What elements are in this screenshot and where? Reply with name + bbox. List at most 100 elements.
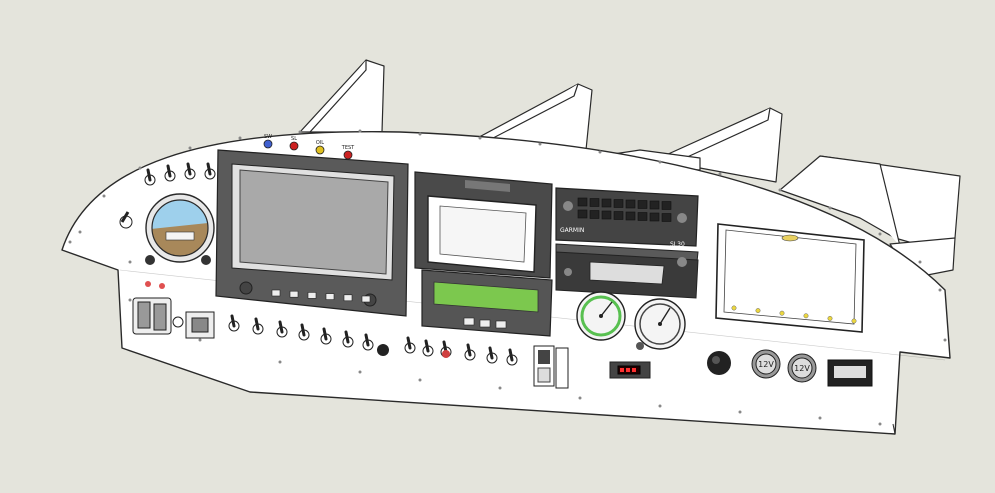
power-socket-right[interactable]: 12V xyxy=(787,353,817,383)
rivet xyxy=(358,129,362,133)
efis-softkey[interactable] xyxy=(343,294,353,302)
toggle-switch-icon[interactable] xyxy=(342,330,354,348)
efis-softkey[interactable] xyxy=(289,290,299,298)
efis-softkey[interactable] xyxy=(325,293,335,300)
master-switch[interactable] xyxy=(153,303,167,331)
audio-panel-key[interactable] xyxy=(601,210,612,220)
radio-knob[interactable] xyxy=(564,268,572,276)
toggle-switch-icon[interactable] xyxy=(184,162,196,180)
rivet xyxy=(598,150,602,154)
nav-radio-label: SL30 xyxy=(670,241,685,248)
indicator-leds xyxy=(731,305,857,324)
rivet xyxy=(538,142,542,146)
indicator-led xyxy=(851,318,857,324)
annunciator-label: SL xyxy=(291,136,297,142)
audio-panel-key[interactable] xyxy=(649,200,660,210)
audio-panel-key[interactable] xyxy=(625,211,636,221)
audio-panel-key[interactable] xyxy=(577,209,588,219)
rivet xyxy=(578,396,582,400)
rivet xyxy=(738,410,742,414)
radio-brand-label: GARMIN xyxy=(560,227,584,234)
toggle-switch-icon[interactable] xyxy=(252,317,264,335)
panel-rivets xyxy=(68,129,947,426)
usb-port[interactable] xyxy=(827,359,873,387)
socket-label: 12V xyxy=(794,364,810,373)
hobbs-meter xyxy=(609,361,651,379)
rivet xyxy=(418,132,422,136)
audio-panel-key[interactable] xyxy=(577,197,588,207)
toggle-lever xyxy=(488,346,494,360)
toggle-switch-icon[interactable] xyxy=(422,339,434,357)
toggle-switch-icon[interactable] xyxy=(228,314,240,332)
toggle-lever xyxy=(206,162,212,176)
toggle-switch-icon[interactable] xyxy=(362,333,374,351)
audio-panel-key[interactable] xyxy=(589,198,600,207)
rivet xyxy=(298,130,302,134)
rocker-switch-icon[interactable] xyxy=(533,345,569,389)
toggle-lever xyxy=(364,333,370,347)
rivet xyxy=(278,360,282,364)
master-switch[interactable] xyxy=(137,301,151,329)
audio-panel-key[interactable] xyxy=(613,211,624,220)
efis-softkey[interactable] xyxy=(271,289,281,297)
access-panel xyxy=(715,223,865,333)
radio-knob[interactable] xyxy=(677,213,687,223)
ems-button[interactable] xyxy=(479,319,491,328)
toggle-lever xyxy=(300,323,306,337)
toggle-switch-icon[interactable] xyxy=(276,320,288,338)
rivet xyxy=(818,416,822,420)
toggle-switch-icon[interactable] xyxy=(404,336,416,354)
audio-panel-key[interactable] xyxy=(601,198,612,208)
key-switch-icon[interactable] xyxy=(172,311,215,339)
push-knob-icon[interactable] xyxy=(707,351,731,375)
audio-panel-key[interactable] xyxy=(637,200,648,209)
audio-panel-key[interactable] xyxy=(661,213,672,222)
access-lock-icon[interactable] xyxy=(781,234,799,242)
audio-panel-key[interactable] xyxy=(625,199,636,209)
toggle-switch-icon[interactable] xyxy=(486,346,498,364)
audio-panel-key[interactable] xyxy=(613,199,624,208)
toggle-switch-bank[interactable] xyxy=(144,162,518,366)
annunciator-light xyxy=(289,141,299,151)
annunciator-label: OIL xyxy=(316,140,324,146)
radio-knob[interactable] xyxy=(563,201,573,211)
ems-button[interactable] xyxy=(463,317,475,326)
warning-light xyxy=(159,283,165,289)
audio-panel-key[interactable] xyxy=(661,201,672,210)
left-toggle-cluster xyxy=(119,211,133,229)
attitude-indicator xyxy=(145,193,215,265)
rivet xyxy=(938,288,942,292)
power-socket-left[interactable]: 12V xyxy=(751,349,781,379)
ems-button[interactable] xyxy=(495,320,507,329)
toggle-switch-icon[interactable] xyxy=(164,164,176,182)
toggle-lever xyxy=(146,168,152,182)
audio-panel-key[interactable] xyxy=(589,210,600,219)
efis-softkey-row[interactable] xyxy=(271,289,371,303)
socket-label: 12V xyxy=(758,360,774,369)
toggle-switch-icon[interactable] xyxy=(320,327,332,345)
left-switch-block xyxy=(132,281,172,335)
circuit-breaker-icon[interactable] xyxy=(377,344,389,356)
audio-panel-key[interactable] xyxy=(637,212,648,221)
toggle-switch-icon[interactable] xyxy=(144,168,156,186)
audio-panel-key[interactable] xyxy=(649,212,660,222)
airspeed-indicator xyxy=(576,291,626,341)
audio-panel-keys[interactable] xyxy=(577,197,672,222)
annunciator-label: SW xyxy=(264,134,272,140)
radio-stack: GARMIN SL30 xyxy=(555,187,699,299)
rivet xyxy=(238,136,242,140)
indicator-led xyxy=(779,310,785,316)
toggle-switch-icon[interactable] xyxy=(298,323,310,341)
circuit-breaker-icon[interactable] xyxy=(442,350,450,358)
annunciator-label: TEST xyxy=(341,145,355,151)
rivet xyxy=(943,338,947,342)
toggle-switch-icon[interactable] xyxy=(204,162,216,180)
rivet xyxy=(198,338,202,342)
toggle-switch-icon[interactable] xyxy=(464,343,476,361)
toggle-switch-icon[interactable] xyxy=(506,348,518,366)
efis-softkey[interactable] xyxy=(307,292,317,299)
toggle-lever xyxy=(186,162,192,176)
efis-softkey[interactable] xyxy=(361,295,371,303)
radio-knob[interactable] xyxy=(677,257,687,267)
